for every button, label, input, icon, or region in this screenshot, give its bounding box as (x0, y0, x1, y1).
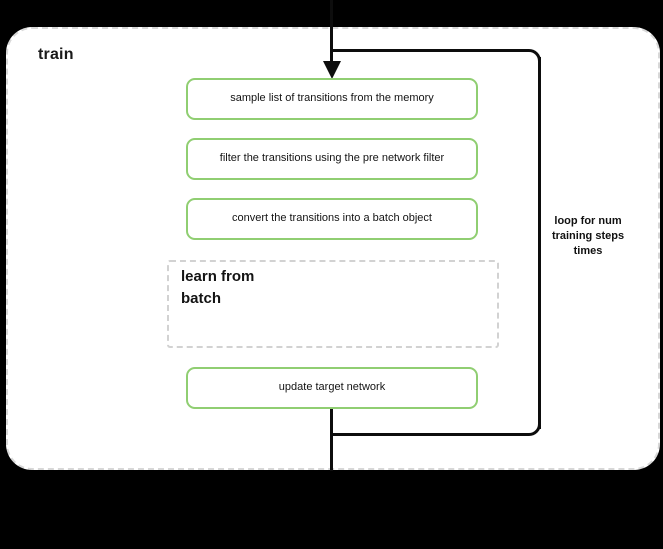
node-label: sample list of transitions from the memo… (230, 92, 434, 105)
arrowhead-icon (323, 61, 341, 79)
node-sample-transitions[interactable]: sample list of transitions from the memo… (186, 78, 478, 120)
node-label: update target network (278, 381, 386, 394)
loop-caption: loop for num training steps times (551, 215, 625, 257)
node-convert-to-batch[interactable]: convert the transitions into a batch obj… (186, 198, 478, 240)
edge-loop-bottom-elbow (330, 416, 541, 436)
node-filter-transitions[interactable]: filter the transitions using the pre net… (186, 138, 478, 180)
subgraph-title: learn from batch (181, 268, 255, 307)
node-label: convert the transitions into a batch obj… (232, 212, 432, 225)
edge-loop-right (538, 57, 541, 429)
page-title: train (38, 46, 74, 63)
node-update-target-network[interactable]: update target network (186, 367, 478, 409)
node-label: filter the transitions using the pre net… (219, 152, 445, 165)
subgraph-learn-from-batch[interactable]: learn from batch (167, 260, 499, 348)
edge-loop-top-elbow (330, 49, 541, 69)
edge-entry-stem (330, 0, 333, 64)
edge-exit-stem (330, 408, 333, 471)
